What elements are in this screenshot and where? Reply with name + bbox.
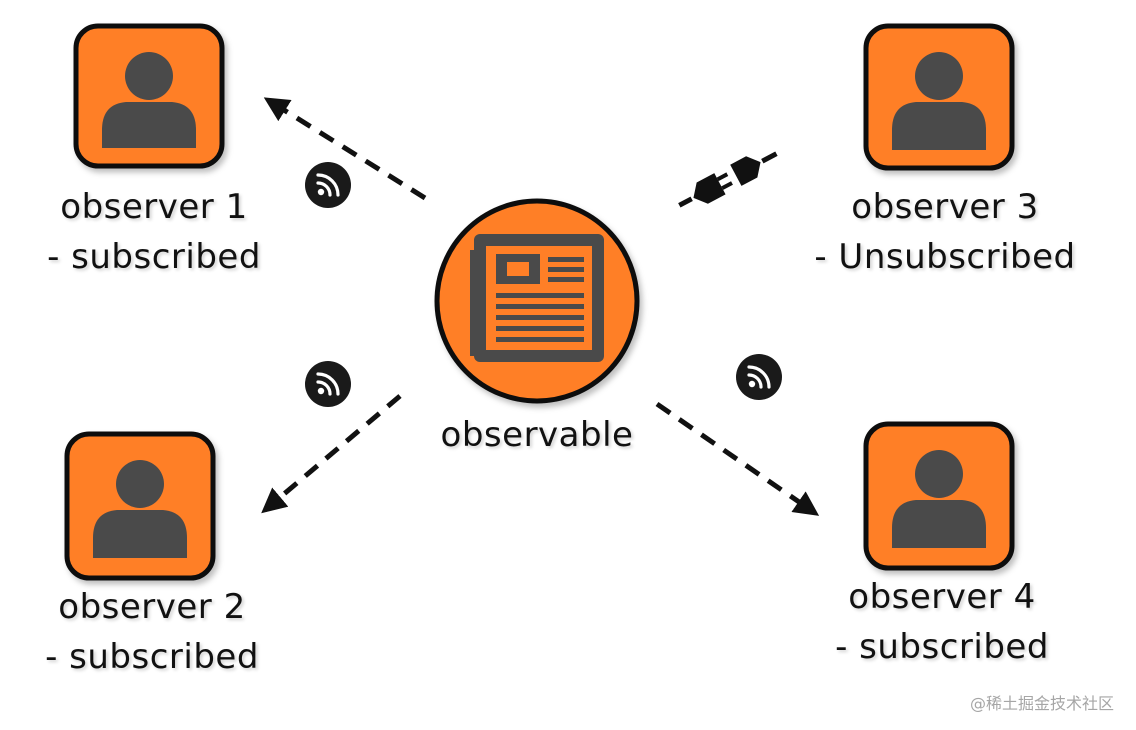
observer-4-status: - subscribed [835, 627, 1049, 667]
arrow-to-observer-1 [263, 97, 427, 201]
user-icon [892, 450, 986, 548]
user-icon [892, 52, 986, 150]
watermark: @稀土掘金技术社区 [969, 694, 1114, 713]
observer-1-name: observer 1 [60, 187, 248, 227]
observer-4-name: observer 4 [848, 577, 1036, 617]
newspaper-icon [470, 234, 604, 362]
observer-2-name: observer 2 [58, 587, 246, 627]
observer-3-label: observer 3 - Unsubscribed [800, 182, 1090, 282]
observer-2-avatar [64, 431, 216, 581]
observer-2-label: observer 2 - subscribed [22, 582, 282, 682]
arrow-to-observer-4 [655, 401, 820, 516]
arrow-to-observer-2 [261, 394, 402, 514]
unplugged-icon [678, 151, 778, 208]
observer-3-avatar [863, 23, 1015, 171]
observer-1-label: observer 1 - subscribed [24, 182, 284, 282]
observer-4-avatar [863, 421, 1015, 571]
observable-label: observable [440, 415, 634, 455]
connection-arrows [261, 97, 820, 516]
rss-icon [736, 354, 782, 400]
observer-2-status: - subscribed [45, 637, 259, 677]
rss-icon [305, 361, 351, 407]
user-icon [93, 460, 187, 558]
observer-3-status: - Unsubscribed [814, 237, 1076, 277]
observer-1-status: - subscribed [47, 237, 261, 277]
observer-1-avatar [73, 23, 225, 169]
observer-4-label: observer 4 - subscribed [812, 572, 1072, 672]
observer-3-name: observer 3 [851, 187, 1039, 227]
user-icon [102, 52, 196, 148]
rss-icon [305, 162, 351, 208]
